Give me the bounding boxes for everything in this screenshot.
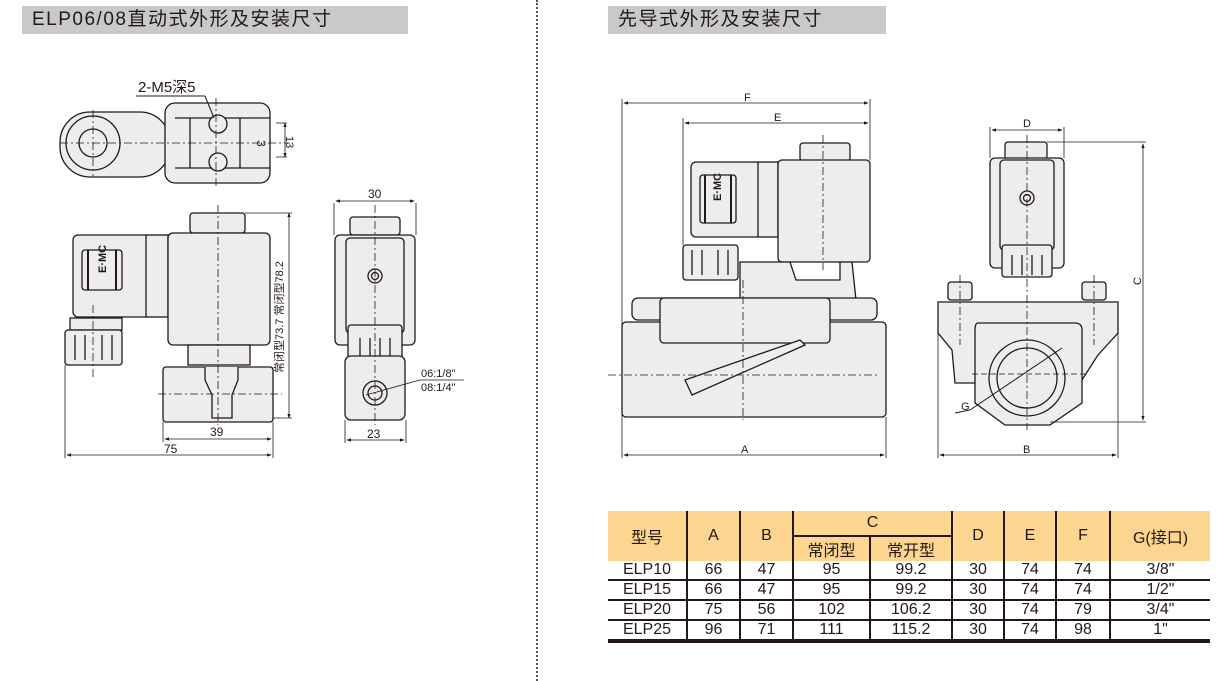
dim-F-label: F xyxy=(744,92,751,104)
pilot-side-view xyxy=(937,127,1146,458)
header-model: 型号 xyxy=(608,511,687,561)
header-C: C xyxy=(792,511,952,536)
cell-D: 30 xyxy=(951,619,1004,643)
cell-D: 30 xyxy=(951,561,1004,580)
cell-B: 71 xyxy=(739,619,793,643)
cell-model: ELP10 xyxy=(622,561,672,578)
cell-G: 3/8" xyxy=(1109,561,1210,580)
direct-acting-side-view xyxy=(333,199,464,443)
direct-acting-top-view xyxy=(59,95,290,188)
cell-F: 98 xyxy=(1055,619,1110,643)
dim-A-label: A xyxy=(741,444,749,456)
table-row: ELP20 75 56 102 106.2 30 74 79 3/4" xyxy=(608,599,1210,620)
emc-logo-pilot: E·MC xyxy=(712,173,724,201)
cell-D: 30 xyxy=(951,599,1004,620)
dim-D-label: D xyxy=(1023,118,1031,130)
cell-F: 74 xyxy=(1055,561,1110,580)
width-top-label: 30 xyxy=(368,187,382,201)
cell-G: 1" xyxy=(1109,619,1210,643)
section-title-direct-acting: ELP06/08直动式外形及安装尺寸 xyxy=(22,6,408,34)
cell-C-no: 99.2 xyxy=(869,579,952,600)
pilot-front-view xyxy=(608,99,887,458)
cell-C-nc: 111 xyxy=(792,619,870,643)
cell-G: 3/4" xyxy=(1109,599,1210,620)
header-F: F xyxy=(1055,511,1110,561)
header-C-normally-closed: 常闭型 xyxy=(792,535,870,561)
cell-model: ELP25 xyxy=(608,619,687,643)
cell-E: 74 xyxy=(1003,579,1056,600)
dim-G-label: G xyxy=(961,401,970,413)
cell-D: 30 xyxy=(951,579,1004,600)
header-G: G(接口) xyxy=(1109,511,1210,561)
dim-E-label: E xyxy=(774,112,781,124)
cell-E: 74 xyxy=(1003,599,1056,620)
direct-acting-front-view xyxy=(64,205,292,458)
cell-A: 66 xyxy=(686,579,740,600)
dim-B-label: B xyxy=(1023,444,1030,456)
dimension-table: 型号 A B C D E F G(接口) 常闭型 常开型 ELP10 66 47… xyxy=(608,511,1210,643)
cell-E: 74 xyxy=(1003,561,1056,580)
port-08-label: 08:1/4" xyxy=(421,382,456,394)
cell-C-no: 99.2 xyxy=(869,561,952,580)
cell-model: ELP15 xyxy=(608,579,687,600)
cell-E: 74 xyxy=(1003,619,1056,643)
cell-model: ELP20 xyxy=(608,599,687,620)
height-label: 常闭型73.7 常闭型78.2 xyxy=(272,261,286,373)
section-title-pilot-operated: 先导式外形及安装尺寸 xyxy=(608,6,886,34)
width-bottom-label: 23 xyxy=(367,427,381,441)
header-A: A xyxy=(686,511,740,561)
header-D: D xyxy=(951,511,1004,561)
dim-C-label: C xyxy=(1132,277,1144,285)
width-body-label: 39 xyxy=(210,425,224,439)
cell-A: 66 xyxy=(686,561,740,580)
table-row: ELP15 66 47 95 99.2 30 74 74 1/2" xyxy=(608,579,1210,600)
emc-logo: E·MC xyxy=(97,245,109,273)
cell-C-no: 115.2 xyxy=(869,619,952,643)
table-row: ELP10 66 47 95 99.2 30 74 74 3/8" xyxy=(608,561,1210,580)
cell-A: 96 xyxy=(686,619,740,643)
thread-label: 2-M5深5 xyxy=(138,79,196,96)
cell-B: 56 xyxy=(739,599,793,620)
table-row: ELP25 96 71 111 115.2 30 74 98 1" xyxy=(608,619,1210,643)
cell-C-nc: 95 xyxy=(792,579,870,600)
port-06-label: 06:1/8" xyxy=(421,368,456,380)
cell-A: 75 xyxy=(686,599,740,620)
width-total-label: 75 xyxy=(164,442,178,456)
cell-F: 79 xyxy=(1055,599,1110,620)
cell-C-nc: 102 xyxy=(792,599,870,620)
dim-inner-label: 3 xyxy=(254,140,268,147)
cell-B: 47 xyxy=(739,561,793,580)
dim-outer-label: 13 xyxy=(283,136,295,148)
cell-C-nc: 95 xyxy=(792,561,870,580)
header-E: E xyxy=(1003,511,1056,561)
section-divider xyxy=(536,0,538,681)
header-C-normally-open: 常开型 xyxy=(869,535,952,561)
header-B: B xyxy=(739,511,793,561)
cell-G: 1/2" xyxy=(1109,579,1210,600)
cell-F: 74 xyxy=(1055,579,1110,600)
cell-C-no: 106.2 xyxy=(869,599,952,620)
cell-B: 47 xyxy=(739,579,793,600)
